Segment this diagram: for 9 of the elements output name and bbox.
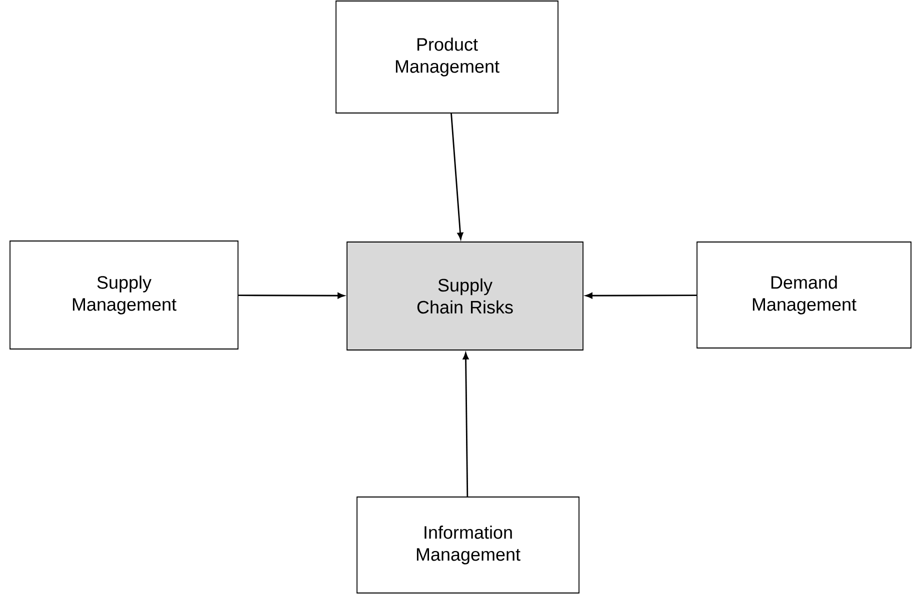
process-box: Supply Management: [10, 240, 238, 350]
arrow: [462, 352, 469, 497]
process-box: Product Management: [336, 0, 558, 114]
arrow: [450, 113, 464, 240]
process-box: Demand Management: [696, 242, 912, 348]
arrow: [238, 292, 344, 299]
risk-box: Supply Chain Risks: [346, 242, 584, 350]
arrow: [586, 292, 697, 299]
process-box: Information Management: [356, 496, 580, 594]
